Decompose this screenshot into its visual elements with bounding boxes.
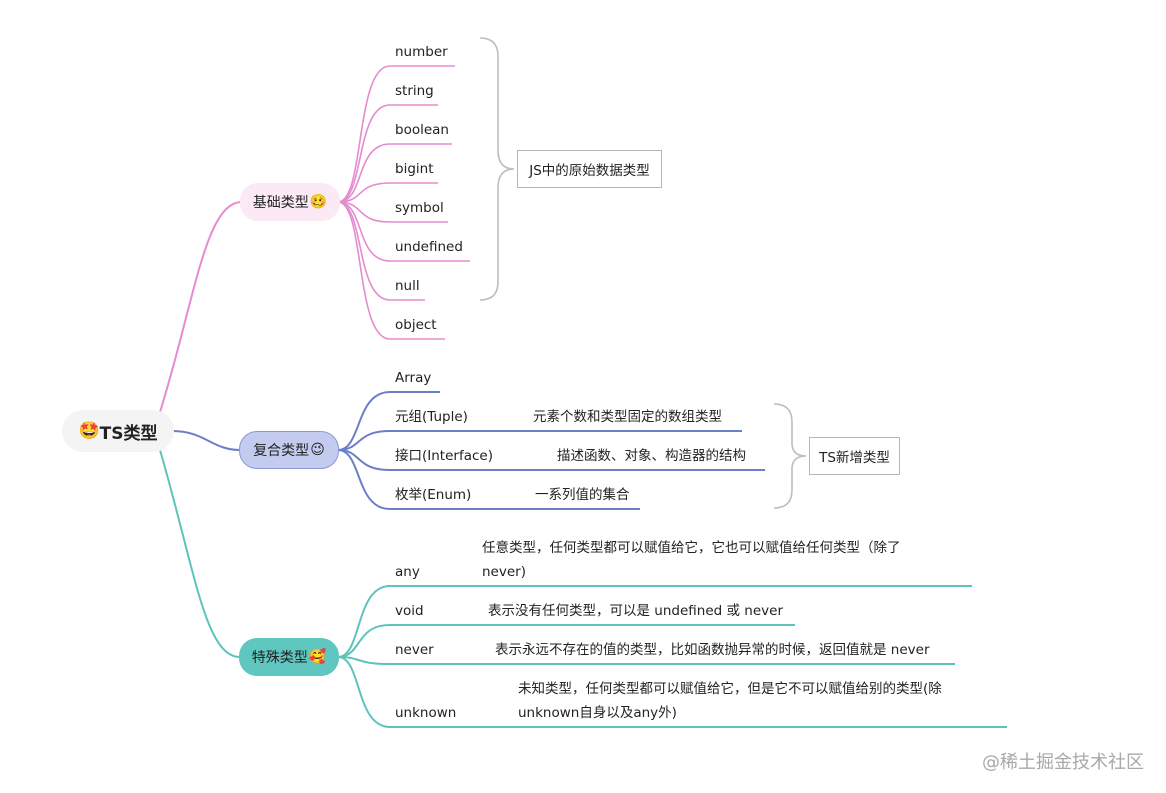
leaf-bigint[interactable]: bigint [395, 161, 434, 177]
leaf-tuple-desc: 元素个数和类型固定的数组类型 [533, 409, 722, 425]
winking-face-emoji-icon: 😉 [310, 442, 325, 458]
branch-special-label: 特殊类型 [251, 650, 308, 666]
edge-root-basic [159, 201, 243, 413]
composite-leaf-edges [337, 391, 765, 510]
leaf-never[interactable]: never [395, 642, 434, 658]
leaf-any-desc: 任意类型，任何类型都可以赋值给它，它也可以赋值给任何类型（除了never) [482, 540, 901, 580]
star-struck-emoji-icon: 🤩 [78, 421, 100, 441]
leaf-enum-desc: 一系列值的集合 [535, 487, 630, 503]
bracket-composite [773, 403, 807, 509]
leaf-void[interactable]: void [395, 603, 424, 619]
woozy-face-emoji-icon: 🥴 [309, 194, 328, 210]
leaf-never-desc: 表示永远不存在的值的类型，比如函数抛异常的时候，返回值就是 never [495, 642, 930, 658]
leaf-undefined[interactable]: undefined [395, 239, 463, 255]
bracket-basic [479, 37, 515, 301]
watermark: @稀土掘金技术社区 [982, 752, 1144, 773]
leaf-object[interactable]: object [395, 317, 437, 333]
branch-special-types[interactable]: 特殊类型🥰 [239, 638, 339, 676]
basic-leaf-edges [337, 65, 470, 340]
leaf-boolean[interactable]: boolean [395, 122, 449, 138]
leaf-enum[interactable]: 枚举(Enum) [395, 487, 472, 503]
leaf-null[interactable]: null [395, 278, 420, 294]
edge-root-composite [171, 430, 241, 451]
edge-root-special [159, 449, 241, 658]
leaf-tuple[interactable]: 元组(Tuple) [395, 409, 468, 425]
branch-basic-label: 基础类型 [252, 195, 309, 211]
branch-basic-types[interactable]: 基础类型🥴 [240, 183, 340, 221]
leaf-array[interactable]: Array [395, 370, 432, 386]
smiling-hearts-emoji-icon: 🥰 [308, 649, 327, 665]
special-leaf-edges [337, 585, 1007, 728]
leaf-interface-desc: 描述函数、对象、构造器的结构 [557, 448, 746, 464]
branch-composite-label: 复合类型 [253, 443, 310, 459]
leaf-string[interactable]: string [395, 83, 434, 99]
leaf-interface[interactable]: 接口(Interface) [395, 448, 493, 464]
leaf-any[interactable]: any [395, 564, 420, 580]
branch-composite-types[interactable]: 复合类型😉 [239, 431, 339, 469]
leaf-symbol[interactable]: symbol [395, 200, 444, 216]
root-label: TS类型 [99, 423, 158, 444]
leaf-void-desc: 表示没有任何类型，可以是 undefined 或 never [488, 603, 784, 619]
leaf-number[interactable]: number [395, 44, 448, 60]
group-label-js-primitive[interactable]: JS中的原始数据类型 [517, 150, 662, 188]
leaf-unknown-desc: 未知类型，任何类型都可以赋值给它，但是它不可以赋值给别的类型(除unknown自… [518, 681, 942, 721]
root-node[interactable]: 🤩TS类型 [62, 410, 174, 452]
leaf-unknown[interactable]: unknown [395, 705, 457, 721]
group-label-ts-new[interactable]: TS新增类型 [809, 437, 900, 475]
